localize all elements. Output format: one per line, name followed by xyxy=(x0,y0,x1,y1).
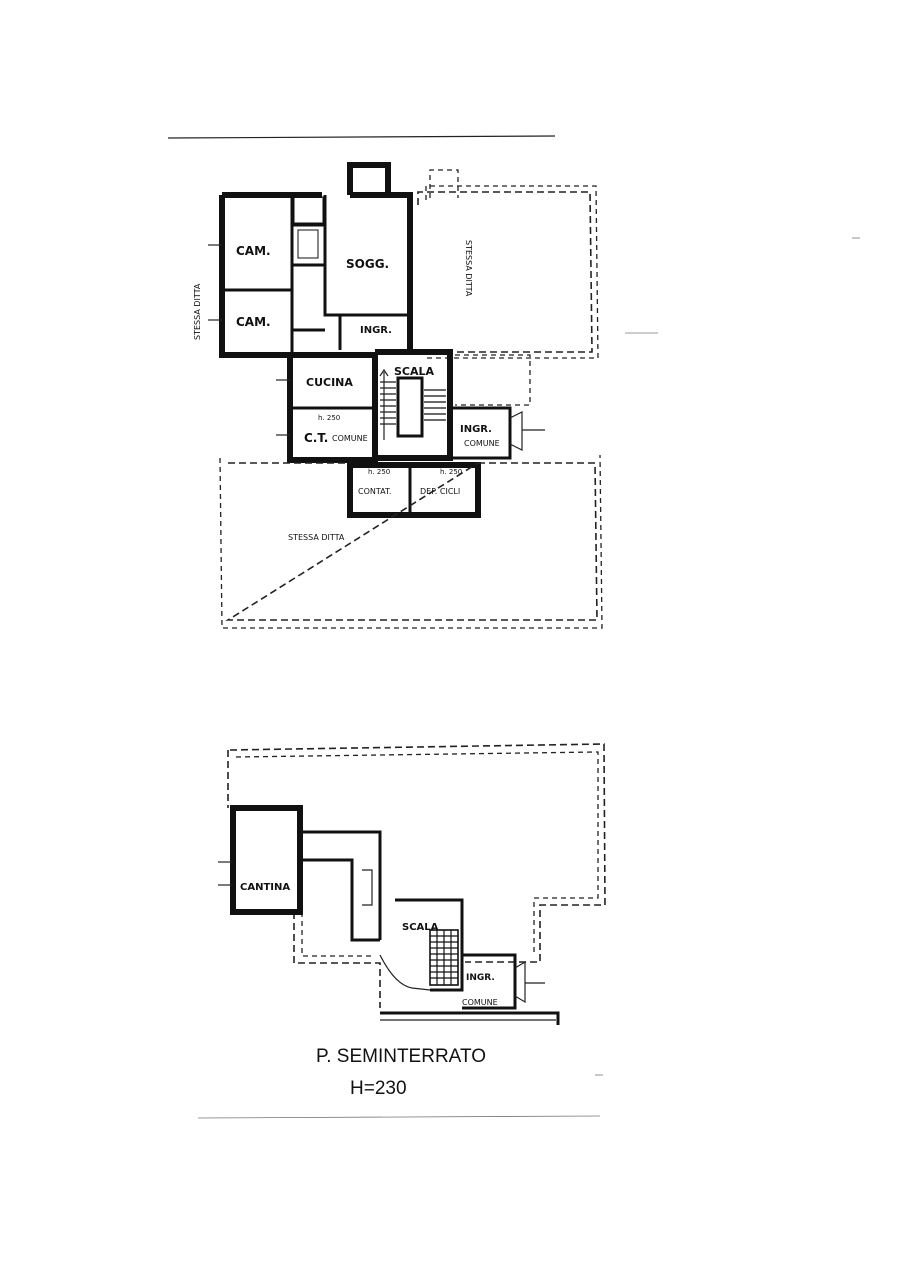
dimension-label-dep: h. 250 xyxy=(440,468,462,476)
page-top-line xyxy=(167,135,556,139)
room-label-contat: CONTAT. xyxy=(358,487,391,496)
basement-south-edge xyxy=(380,1011,560,1025)
room-label-cantina: CANTINA xyxy=(240,882,290,893)
balcony-projection xyxy=(347,162,391,195)
room-label-dep-cicli: DEP. CICLI xyxy=(420,487,460,496)
room-label-sogg: SOGG. xyxy=(346,257,389,271)
apartment-west-wall xyxy=(219,195,292,358)
basement-footprint-inner xyxy=(235,751,599,955)
room-label-basement-scala: SCALA xyxy=(402,922,439,933)
basement-footprint xyxy=(229,743,606,963)
room-label-ingr-comune-sub: COMUNE xyxy=(464,439,500,448)
adjacent-label-right: STESSA DITTA xyxy=(464,240,473,297)
adjacent-property-bottom-outer xyxy=(219,454,603,629)
basement-footprint-south-inner xyxy=(301,912,372,957)
basement-corridor xyxy=(300,830,382,942)
basement-entrance-door xyxy=(514,960,526,1004)
stair-treads xyxy=(380,381,446,425)
room-label-cucina: CUCINA xyxy=(306,376,353,389)
stairwell-walls xyxy=(375,349,453,461)
stair-direction-arrow xyxy=(379,368,389,440)
room-label-ingr: INGR. xyxy=(360,325,392,336)
stair-core xyxy=(396,376,424,438)
room-label-scala: SCALA xyxy=(394,365,435,378)
basement-ramp-curve xyxy=(379,954,431,991)
bathroom-fixture-2 xyxy=(297,229,319,259)
bathroom-fixture xyxy=(293,196,324,224)
page-bottom-line xyxy=(197,1115,601,1119)
floor-title: P. SEMINTERRATO xyxy=(316,1046,486,1067)
floor-height: H=230 xyxy=(350,1078,407,1099)
basement-entrance-walls xyxy=(462,953,517,1010)
basement-footprint-south xyxy=(293,912,381,1008)
apartment-north-wall-b xyxy=(350,192,413,350)
room-label-ct-comune: COMUNE xyxy=(332,434,368,443)
dimension-label-ct: h. 250 xyxy=(318,414,340,422)
common-entrance-walls xyxy=(450,406,512,460)
ground-floor-plan: CAM. CAM. SOGG. INGR. CUCINA h. 250 C.T.… xyxy=(193,162,860,629)
room-label-cam-2: CAM. xyxy=(236,315,271,329)
bathroom-walls xyxy=(292,223,325,267)
room-label-ingr-comune: INGR. xyxy=(460,424,492,435)
dimension-label-contat: h. 250 xyxy=(368,468,390,476)
basement-plan: CANTINA SCALA INGR. COMUNE xyxy=(218,743,606,1025)
basement-stair-treads xyxy=(430,930,458,985)
adjacent-property-right-inner xyxy=(425,185,599,359)
room-label-ct: C.T. xyxy=(304,431,328,445)
entrance-door-symbol xyxy=(509,411,523,451)
corridor-fixture xyxy=(362,869,373,906)
adjacent-property-bottom xyxy=(225,462,598,621)
common-entrance-canopy xyxy=(455,354,531,406)
utility-rooms-walls xyxy=(347,462,481,518)
living-room-wall xyxy=(323,195,410,317)
basement-stair-walls xyxy=(395,898,464,992)
chimney-outline xyxy=(429,169,459,198)
adjacent-property-right xyxy=(417,191,593,353)
adjacent-label-bottom: STESSA DITTA xyxy=(288,533,345,542)
room-label-basement-ingr: INGR. xyxy=(466,973,495,983)
cantina-walls xyxy=(230,805,303,915)
entrance-walls xyxy=(292,315,342,350)
room-label-basement-ingr-sub: COMUNE xyxy=(462,998,498,1007)
room-label-cam-1: CAM. xyxy=(236,244,271,258)
adjacent-label-left: STESSA DITTA xyxy=(193,283,202,340)
